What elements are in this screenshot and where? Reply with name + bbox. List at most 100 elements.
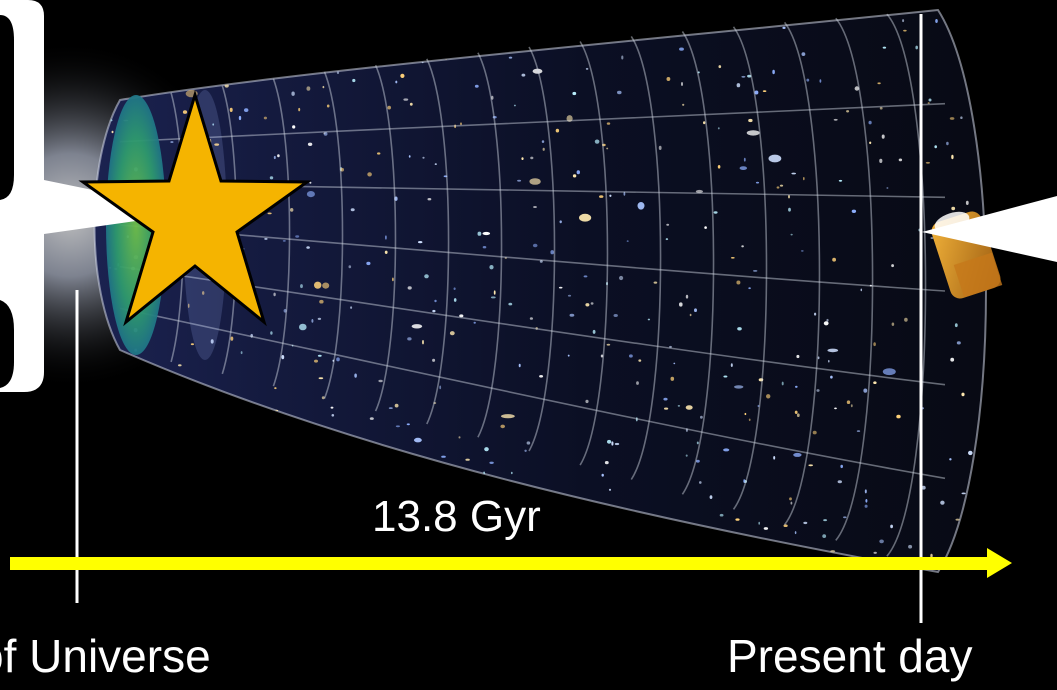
star-dot: [395, 80, 398, 84]
star-dot: [230, 517, 233, 521]
star-dot: [602, 143, 606, 147]
star-dot: [350, 306, 353, 309]
star-dot: [217, 394, 220, 397]
star-dot: [967, 26, 972, 31]
star-dot: [190, 343, 194, 346]
star-dot: [472, 24, 477, 29]
star-dot: [833, 118, 838, 121]
star-dot: [255, 39, 258, 43]
star-dot: [165, 507, 171, 511]
star-dot: [796, 413, 800, 418]
star-dot: [949, 458, 952, 461]
star-dot: [358, 538, 361, 542]
star-dot: [175, 387, 178, 391]
star-dot: [699, 481, 702, 484]
star-dot: [779, 184, 784, 187]
star-dot: [794, 410, 798, 414]
star-dot: [753, 270, 758, 272]
galaxy: [322, 282, 330, 289]
star-dot: [696, 441, 699, 445]
galaxy: [532, 68, 543, 74]
star-dot: [321, 396, 325, 400]
star-dot: [606, 282, 608, 286]
star-dot: [604, 461, 609, 465]
galaxy: [177, 472, 187, 477]
star-dot: [934, 145, 937, 149]
star-dot: [586, 539, 589, 542]
star-dot: [459, 314, 464, 318]
star-dot: [877, 82, 881, 85]
star-dot: [331, 414, 335, 417]
galaxy: [739, 166, 747, 171]
star-dot: [669, 345, 672, 348]
star-dot: [367, 172, 372, 177]
star-dot: [830, 375, 833, 379]
galaxy: [260, 472, 268, 479]
star-dot: [822, 534, 827, 538]
star-dot: [791, 172, 796, 175]
star-dot: [111, 130, 114, 134]
star-dot: [287, 440, 291, 444]
star-dot: [236, 519, 241, 523]
galaxy: [723, 448, 730, 452]
star-dot: [314, 359, 318, 363]
star-dot: [482, 246, 487, 249]
star-dot: [166, 534, 169, 538]
star-dot: [524, 449, 527, 452]
star-dot: [181, 444, 186, 447]
star-dot: [505, 21, 508, 24]
galaxy: [637, 202, 645, 210]
star-dot: [352, 78, 356, 83]
star-dot: [828, 359, 830, 363]
star-dot: [977, 99, 982, 103]
star-dot: [951, 154, 954, 160]
present-label: Present day: [727, 630, 973, 682]
star-dot: [210, 339, 214, 344]
star-dot: [930, 553, 933, 558]
star-dot: [679, 47, 684, 51]
star-dot: [817, 356, 820, 360]
star-dot: [796, 354, 800, 359]
star-dot: [879, 158, 883, 163]
star-dot: [925, 161, 931, 164]
star-dot: [118, 452, 121, 455]
galaxy: [529, 178, 541, 185]
star-dot: [730, 363, 733, 367]
star-dot: [864, 504, 868, 508]
star-dot: [211, 435, 215, 438]
grid-ring-line: [783, 21, 821, 526]
star-dot: [229, 107, 233, 112]
star-dot: [814, 312, 817, 316]
star-dot: [788, 207, 791, 212]
star-dot: [585, 399, 589, 404]
star-dot: [950, 357, 955, 362]
grid-ring-line: [732, 26, 768, 510]
star-dot: [224, 489, 229, 493]
star-dot: [510, 471, 513, 475]
star-dot: [837, 480, 842, 484]
star-dot: [788, 195, 790, 199]
star-dot: [250, 333, 253, 338]
star-dot: [427, 198, 432, 201]
star-dot: [735, 518, 740, 521]
star-dot: [318, 377, 324, 380]
star-dot: [606, 343, 611, 346]
star-dot: [789, 497, 792, 501]
star-dot: [479, 542, 484, 545]
star-dot: [449, 331, 455, 336]
star-dot: [317, 354, 322, 357]
galaxy: [287, 54, 301, 61]
universe-cone: [93, 8, 987, 574]
star-dot: [790, 233, 793, 236]
grid-long-line: [119, 102, 946, 143]
star-dot: [838, 179, 843, 182]
star-dot: [410, 459, 415, 463]
star-dot: [865, 499, 868, 503]
galaxy: [414, 437, 422, 443]
star-dot: [902, 19, 905, 23]
star-dot: [568, 537, 571, 540]
star-dot: [653, 281, 658, 284]
star-dot: [489, 265, 494, 270]
star-dot: [326, 104, 330, 108]
star-dot: [348, 265, 352, 269]
